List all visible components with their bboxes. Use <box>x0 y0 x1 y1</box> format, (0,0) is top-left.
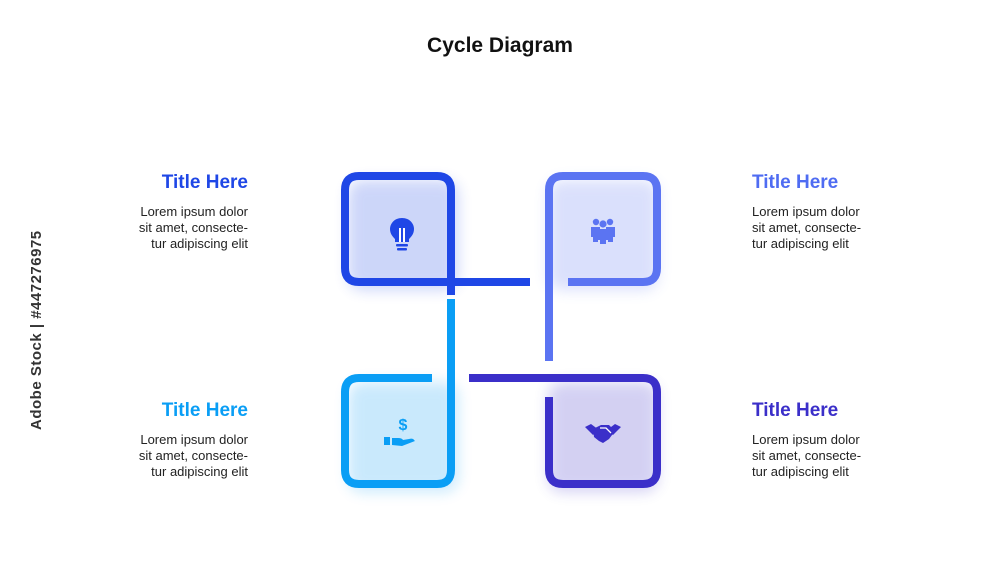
block-title: Title Here <box>752 172 839 193</box>
lightbulb-icon <box>390 218 414 251</box>
block-title: Title Here <box>161 172 248 193</box>
block-text: Lorem ipsum dolor sit amet, consecte- tu… <box>752 432 862 479</box>
money-hand-icon: $ <box>384 417 415 446</box>
block-title: Title Here <box>752 400 839 421</box>
block-top-left: Title Here Lorem ipsum dolor sit amet, c… <box>88 172 248 252</box>
svg-text:$: $ <box>399 417 408 434</box>
loop-bottom-right <box>469 374 661 488</box>
stock-watermark: Adobe Stock | #447276975 <box>28 230 45 430</box>
block-top-right: Title Here Lorem ipsum dolor sit amet, c… <box>752 172 912 252</box>
team-icon <box>591 218 615 244</box>
page-title: Cycle Diagram <box>427 34 573 57</box>
loop-top-left <box>341 172 530 295</box>
block-bottom-right: Title Here Lorem ipsum dolor sit amet, c… <box>752 400 912 480</box>
block-text: Lorem ipsum dolor sit amet, consecte- tu… <box>138 432 248 479</box>
block-bottom-left: Title Here Lorem ipsum dolor sit amet, c… <box>88 400 248 480</box>
loop-bottom-left <box>341 299 455 488</box>
block-text: Lorem ipsum dolor sit amet, consecte- tu… <box>138 204 248 251</box>
handshake-icon <box>585 424 621 443</box>
block-title: Title Here <box>161 400 248 421</box>
loop-top-right <box>545 172 661 361</box>
block-text: Lorem ipsum dolor sit amet, consecte- tu… <box>752 204 862 251</box>
